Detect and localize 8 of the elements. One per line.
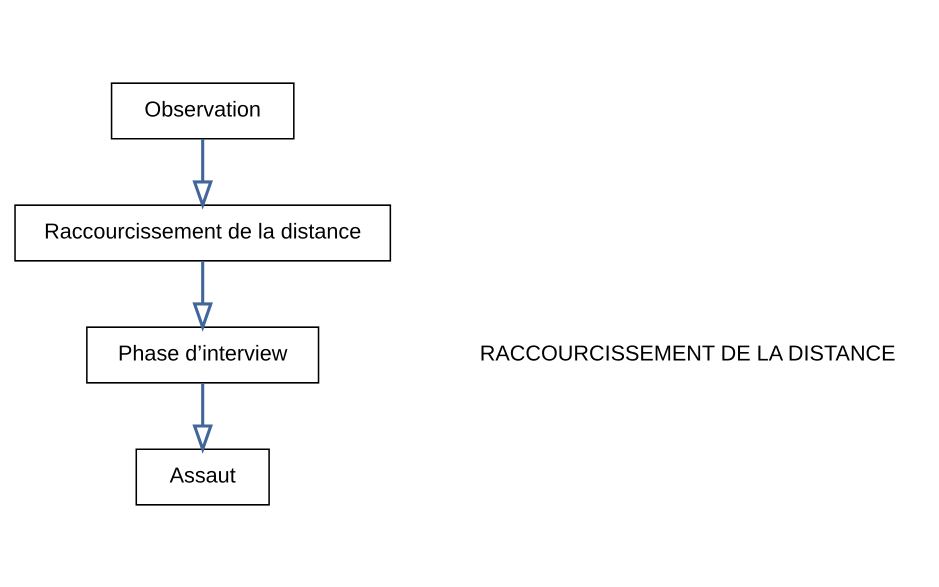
- arrow: [192, 138, 213, 210]
- arrow: [192, 382, 213, 454]
- arrow: [192, 260, 213, 332]
- node-box: Assaut: [136, 448, 270, 506]
- node-box: Observation: [110, 82, 295, 140]
- node-box: Raccourcissement de la distance: [14, 204, 392, 262]
- label: RACCOURCISSEMENT DE LA DISTANCE: [480, 340, 896, 366]
- node-box: Phase d’interview: [86, 326, 320, 384]
